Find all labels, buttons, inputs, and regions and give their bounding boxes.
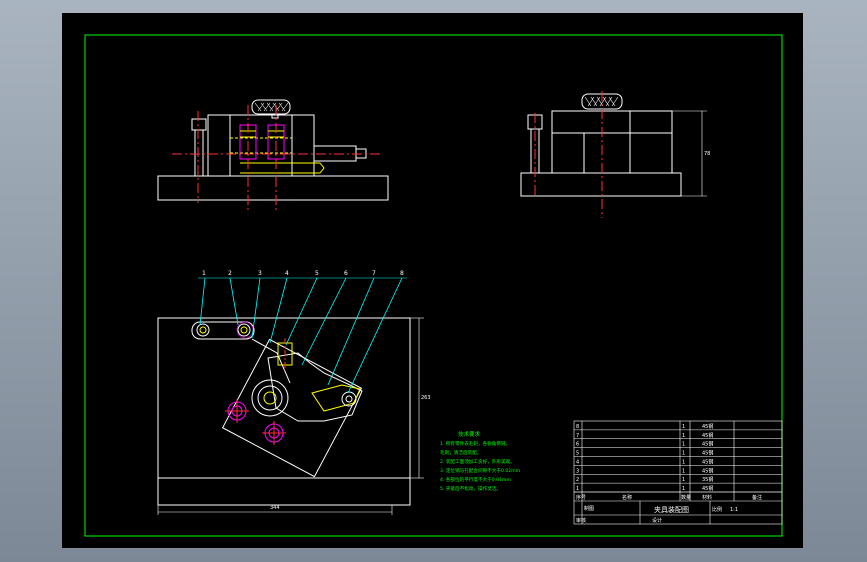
tech-note-line-6: 5. 夹紧后不松动，操作灵活。 — [440, 485, 501, 492]
top-view: 263 344 — [157, 317, 431, 515]
top-base-plate — [157, 317, 411, 506]
tech-note-line-1: 1. 所有零件去毛刺，各锐角倒钝。 — [440, 440, 510, 447]
drawing-canvas: 78 263 344 — [84, 34, 783, 537]
balloon-leaders — [198, 277, 407, 394]
drawn-label: 制图 — [584, 505, 594, 512]
parts-row-qty: 1 — [682, 468, 685, 474]
balloon-6: 6 — [344, 270, 348, 277]
parts-row-mat: 45钢 — [702, 441, 713, 448]
header-note: 备注 — [752, 494, 762, 501]
tech-note-line-2: 毛刺，清洁后装配。 — [440, 449, 481, 456]
drawing-sheet: 78 263 344 — [62, 13, 803, 548]
parts-row-mat: 45钢 — [702, 450, 713, 457]
balloon-5: 5 — [315, 270, 319, 277]
parts-row-qty: 1 — [682, 424, 685, 430]
balloon-2: 2 — [228, 270, 232, 277]
top-clamp-block — [221, 338, 363, 478]
parts-row-mat: 45钢 — [702, 485, 713, 492]
side-view: 78 — [520, 91, 710, 218]
header-name: 名称 — [622, 494, 632, 501]
header-no: 序号 — [576, 494, 586, 501]
parts-row-no: 2 — [576, 477, 579, 483]
parts-row-no: 1 — [576, 486, 579, 492]
parts-row-no: 5 — [576, 451, 579, 457]
parts-row-qty: 1 — [682, 486, 685, 492]
balloon-1: 1 — [202, 270, 206, 277]
parts-row-mat: 35钢 — [702, 476, 713, 483]
design-label: 设计 — [652, 517, 662, 524]
scale-value: 1:1 — [730, 507, 738, 513]
tech-note-line-4: 3. 定位销与孔配合间隙不大于0.02mm — [440, 467, 521, 474]
parts-row-no: 8 — [576, 424, 579, 430]
parts-list: 8 1 45钢 7 1 45钢 6 1 45钢 5 1 45钢 4 1 45钢 3 1 45钢 2 1 35钢 1 1 45钢 — [576, 423, 713, 492]
side-base-plate — [520, 172, 682, 197]
top-height-value: 263 — [421, 395, 431, 401]
balloon-labels: 1 2 3 4 5 6 7 8 — [202, 270, 404, 277]
front-body — [207, 114, 315, 177]
parts-row-no: 7 — [576, 433, 579, 439]
top-swing-link — [191, 321, 255, 340]
parts-row-mat: 45钢 — [702, 458, 713, 465]
header-qty: 数量 — [681, 494, 691, 501]
drawing-border — [84, 34, 783, 537]
parts-row-mat: 45钢 — [702, 423, 713, 430]
balloon-7: 7 — [372, 270, 376, 277]
header-mat: 材料 — [702, 494, 712, 501]
tech-notes-title: 技术要求 — [458, 430, 481, 438]
parts-row-no: 4 — [576, 459, 579, 465]
parts-row-mat: 45钢 — [702, 432, 713, 439]
parts-row-qty: 1 — [682, 433, 685, 439]
tech-note-line-3: 2. 装配工面须加工良好，外形美观。 — [440, 458, 515, 465]
parts-row-no: 3 — [576, 468, 579, 474]
front-pin-head — [191, 118, 207, 131]
front-view — [157, 99, 389, 213]
side-height-value: 78 — [704, 151, 710, 157]
side-body — [551, 110, 673, 174]
parts-row-mat: 45钢 — [702, 467, 713, 474]
drawing-title: 夹具装配图 — [654, 505, 689, 514]
technical-notes: 技术要求 1. 所有零件去毛刺，各锐角倒钝。 毛刺，清洁后装配。 2. 装配工面… — [440, 430, 521, 492]
parts-row-qty: 1 — [682, 451, 685, 457]
top-main-body — [267, 352, 363, 422]
parts-row-no: 6 — [576, 442, 579, 448]
balloon-4: 4 — [285, 270, 289, 277]
parts-row-qty: 1 — [682, 459, 685, 465]
title-block-text: 序号 名称 数量 材料 备注 夹具装配图 比例 1:1 制图 审核 设计 — [576, 494, 762, 524]
front-base-plate — [157, 175, 389, 201]
top-width-value: 344 — [270, 505, 280, 511]
balloon-3: 3 — [258, 270, 262, 277]
front-knurled-knob — [251, 99, 291, 115]
balloon-8: 8 — [400, 270, 404, 277]
scale-label: 比例 — [712, 506, 722, 513]
title-block — [573, 420, 783, 525]
parts-row-qty: 1 — [682, 477, 685, 483]
tech-note-line-5: 4. 各部位的平行度不大于0.01mm — [440, 476, 511, 483]
parts-row-qty: 1 — [682, 442, 685, 448]
checked-label: 审核 — [576, 517, 586, 524]
